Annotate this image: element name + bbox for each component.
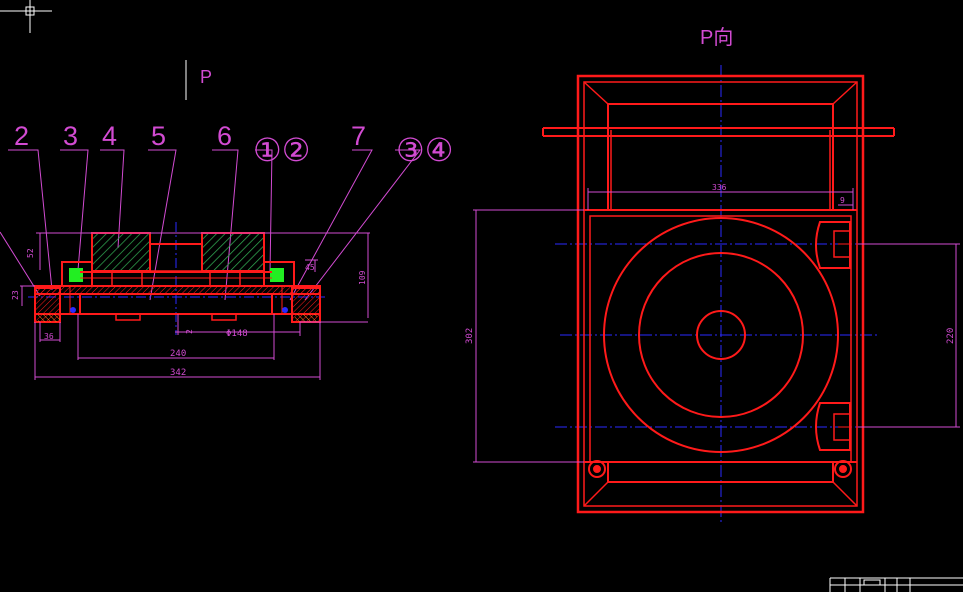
part-label-12: ①② xyxy=(253,132,310,168)
dim-342: 342 xyxy=(170,368,186,378)
dim-109: 109 xyxy=(358,270,367,285)
turntable xyxy=(603,217,839,453)
p-view: P向 xyxy=(465,26,960,522)
part-label-2: 2 xyxy=(14,121,29,151)
section-dimensions xyxy=(20,232,370,380)
part-leader-lines xyxy=(0,149,422,301)
p-view-dimensions xyxy=(473,188,960,463)
crosshair-cursor-icon xyxy=(0,0,52,33)
dim-52: 52 xyxy=(26,248,35,258)
dim-2: 2 xyxy=(185,329,194,334)
dim-45: 45 xyxy=(305,263,315,272)
part-label-7: 7 xyxy=(351,121,366,151)
part-label-4: 4 xyxy=(102,121,117,151)
clamp-blocks xyxy=(815,221,851,451)
dim-bore: Φ148 xyxy=(226,329,248,339)
part-label-34: ③④ xyxy=(396,132,453,168)
dim-36: 36 xyxy=(44,332,54,341)
section-view: P 2 3 4 5 6 ①② 7 ③④ xyxy=(0,60,453,380)
rail-bars xyxy=(542,127,895,137)
dim-23: 23 xyxy=(11,290,20,300)
hub-block xyxy=(91,232,265,272)
view-title: P向 xyxy=(700,26,733,49)
corner-holes xyxy=(588,460,852,478)
dim-240: 240 xyxy=(170,349,186,359)
part-label-3: 3 xyxy=(63,121,78,151)
bearing-right xyxy=(270,268,284,282)
part-label-6: 6 xyxy=(217,121,232,151)
frame-outline xyxy=(576,74,865,514)
dim-336: 336 xyxy=(712,183,727,192)
title-block xyxy=(829,577,963,592)
bearing-left xyxy=(69,268,83,282)
part-label-5: 5 xyxy=(151,121,166,151)
dim-302: 302 xyxy=(465,328,475,344)
end-caps xyxy=(34,287,321,323)
section-arrow-label: P xyxy=(200,67,212,87)
dim-220: 220 xyxy=(946,328,956,344)
dim-9: 9 xyxy=(840,196,845,205)
bearing-housings xyxy=(61,261,295,287)
